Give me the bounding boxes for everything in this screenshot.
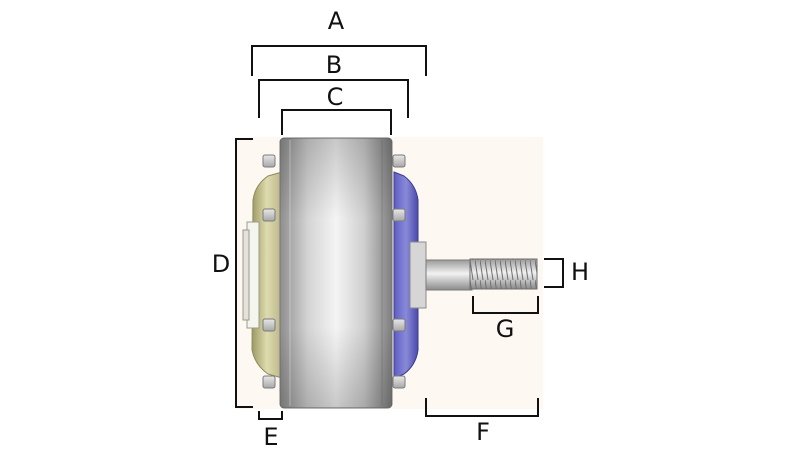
label-e: E [263,423,278,451]
dimension-bracket-h [544,258,564,288]
dimension-bracket-c [281,109,392,135]
motor-housing [279,137,393,409]
label-c: C [327,83,344,111]
dimension-bracket-d [235,138,253,408]
label-f: F [476,418,490,446]
dimension-bracket-g [472,296,539,314]
dimension-bracket-b [258,79,409,118]
label-b: B [326,51,342,79]
label-d: D [212,250,230,278]
dimension-bracket-e [258,411,283,420]
dimension-bracket-f [425,398,539,417]
label-g: G [496,315,515,343]
mounting-bolts [262,154,406,389]
label-a: A [328,7,345,35]
label-h: H [571,258,589,286]
output-shaft [425,258,538,291]
dimension-bracket-a [251,45,427,76]
